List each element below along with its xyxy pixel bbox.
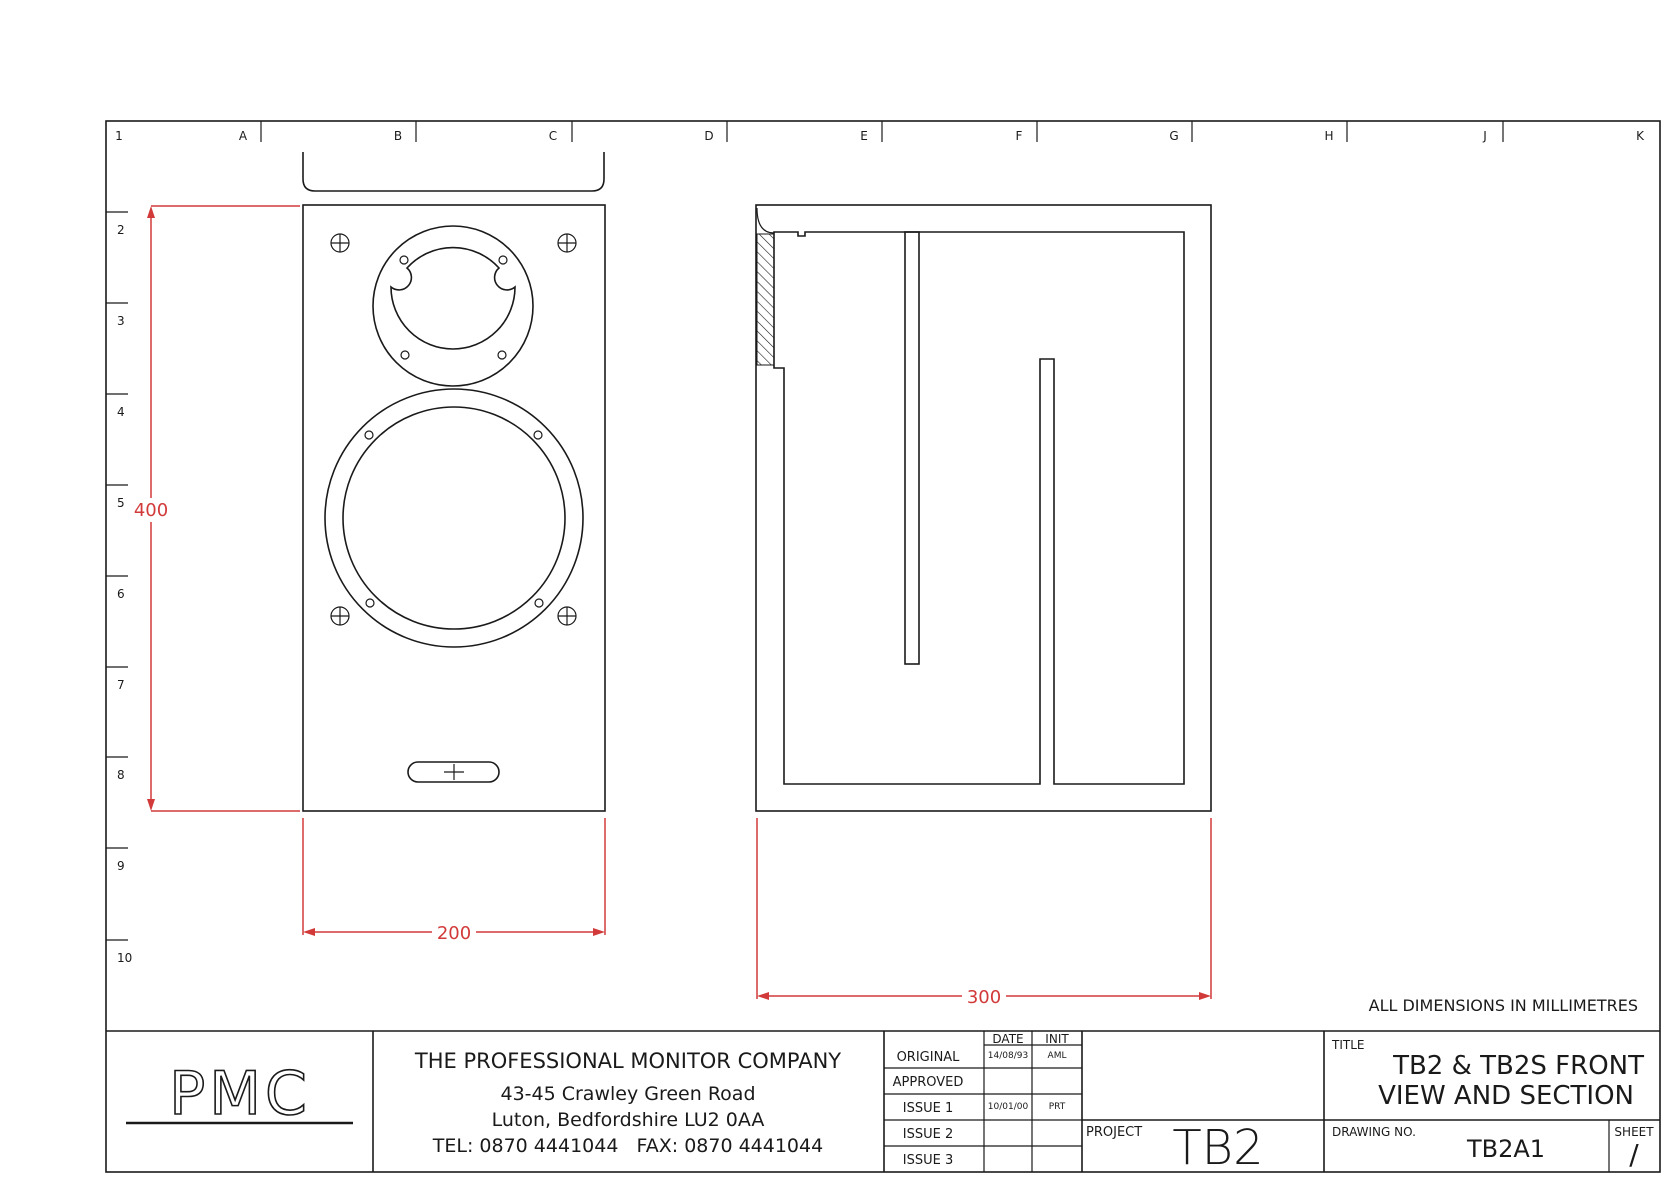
column-zone-labels: 1 A B C D E F G H J K — [115, 129, 1645, 143]
row-zone-label: 8 — [117, 768, 125, 782]
width-dimension: 200 — [302, 818, 606, 944]
bass-driver-surround — [324, 388, 584, 648]
bass-driver-cone — [342, 406, 566, 630]
bass-driver-screw-hole — [365, 598, 375, 608]
port-centre-mark-icon — [444, 764, 464, 780]
sheet-number: / — [1629, 1138, 1639, 1171]
front-baffle-hatch — [756, 233, 775, 366]
baffle-screw-icon — [330, 233, 350, 253]
title-block: PMC THE PROFESSIONAL MONITOR COMPANY 43-… — [106, 1030, 1660, 1176]
revision-label: ISSUE 2 — [903, 1127, 953, 1142]
revision-label: ORIGINAL — [897, 1050, 961, 1065]
row-zone-label: 5 — [117, 496, 125, 510]
column-zone-label: D — [704, 129, 713, 143]
column-zone-label: H — [1324, 129, 1333, 143]
column-zone-label: A — [239, 129, 248, 143]
column-zone-label: B — [394, 129, 402, 143]
section-view — [755, 204, 1212, 812]
row-zone-labels: 2 3 4 5 6 7 8 9 10 — [117, 223, 132, 965]
tweeter-surround — [372, 225, 534, 387]
column-zone-label: C — [549, 129, 557, 143]
row-zone-label: 9 — [117, 859, 125, 873]
revision-init: PRT — [1049, 1102, 1066, 1112]
units-note: ALL DIMENSIONS IN MILLIMETRES — [1369, 996, 1638, 1015]
company-name: THE PROFESSIONAL MONITOR COMPANY — [414, 1049, 841, 1073]
sheet-label: SHEET — [1614, 1125, 1654, 1139]
tweeter-screw-hole — [498, 255, 508, 265]
tweeter-faceplate — [390, 246, 516, 350]
column-zone-label: E — [860, 129, 868, 143]
company-phone-fax: TEL: 0870 4441044 FAX: 0870 4441044 — [432, 1135, 823, 1157]
tweeter-screw-hole — [399, 255, 409, 265]
row-zone-label: 4 — [117, 405, 125, 419]
column-zone-label: G — [1169, 129, 1178, 143]
revision-label: APPROVED — [893, 1075, 964, 1090]
transmission-line-path — [773, 231, 1185, 785]
bass-driver-screw-hole — [533, 430, 543, 440]
column-zone-label: K — [1636, 129, 1645, 143]
revision-date: 10/01/00 — [988, 1102, 1029, 1112]
bass-driver-screw-hole — [364, 430, 374, 440]
row-zone-label: 7 — [117, 678, 125, 692]
drawing-title-line-1: TB2 & TB2S FRONT — [1392, 1051, 1644, 1081]
cabinet-section-outline — [755, 204, 1212, 812]
depth-dimension-label: 300 — [967, 987, 1001, 1008]
depth-dimension: 300 — [756, 818, 1212, 1008]
column-zone-label: J — [1482, 129, 1487, 143]
baffle-screw-icon — [557, 233, 577, 253]
row-zone-label: 3 — [117, 314, 125, 328]
row-zone-ticks — [106, 211, 128, 941]
row-zone-label: 2 — [117, 223, 125, 237]
title-label: TITLE — [1331, 1038, 1364, 1052]
drawing-number: TB2A1 — [1466, 1135, 1545, 1163]
revision-init-header: INIT — [1045, 1032, 1069, 1046]
top-handle-outline — [302, 152, 605, 192]
row-zone-label: 6 — [117, 587, 125, 601]
pmc-logo: PMC — [169, 1059, 311, 1129]
baffle-screw-icon — [557, 606, 577, 626]
row-zone-label: 10 — [117, 951, 132, 965]
tweeter-screw-hole — [400, 350, 410, 360]
height-dimension: 400 — [133, 205, 300, 812]
bass-driver-screw-hole — [534, 598, 544, 608]
drawing-border — [105, 120, 1661, 1173]
bass-port-slot — [407, 761, 500, 783]
width-dimension-label: 200 — [437, 923, 471, 944]
revision-rows: ORIGINAL 14/08/93 AML APPROVED ISSUE 1 10/01/… — [893, 1050, 1067, 1168]
project-label: PROJECT — [1086, 1125, 1142, 1140]
revision-date-header: DATE — [992, 1032, 1023, 1046]
column-zone-label: F — [1016, 129, 1023, 143]
internal-divider-panel — [904, 231, 920, 665]
company-address-2: Luton, Bedfordshire LU2 0AA — [492, 1109, 765, 1131]
revision-label: ISSUE 1 — [903, 1101, 953, 1116]
revision-date: 14/08/93 — [988, 1051, 1028, 1061]
baffle-screw-icon — [330, 606, 350, 626]
height-dimension-label: 400 — [134, 500, 168, 521]
revision-label: ISSUE 3 — [903, 1153, 953, 1168]
drawing-title-line-2: VIEW AND SECTION — [1378, 1081, 1634, 1111]
drawing-number-label: DRAWING NO. — [1332, 1125, 1416, 1139]
cabinet-front-outline — [302, 204, 606, 812]
column-zone-label: 1 — [115, 129, 123, 143]
revision-init: AML — [1048, 1051, 1067, 1061]
project-name: TB2 — [1172, 1120, 1263, 1176]
company-address-1: 43-45 Crawley Green Road — [500, 1083, 755, 1105]
front-baffle-curve — [756, 207, 775, 234]
front-view — [302, 152, 606, 812]
tweeter-screw-hole — [497, 350, 507, 360]
column-zone-ticks — [260, 121, 1504, 142]
